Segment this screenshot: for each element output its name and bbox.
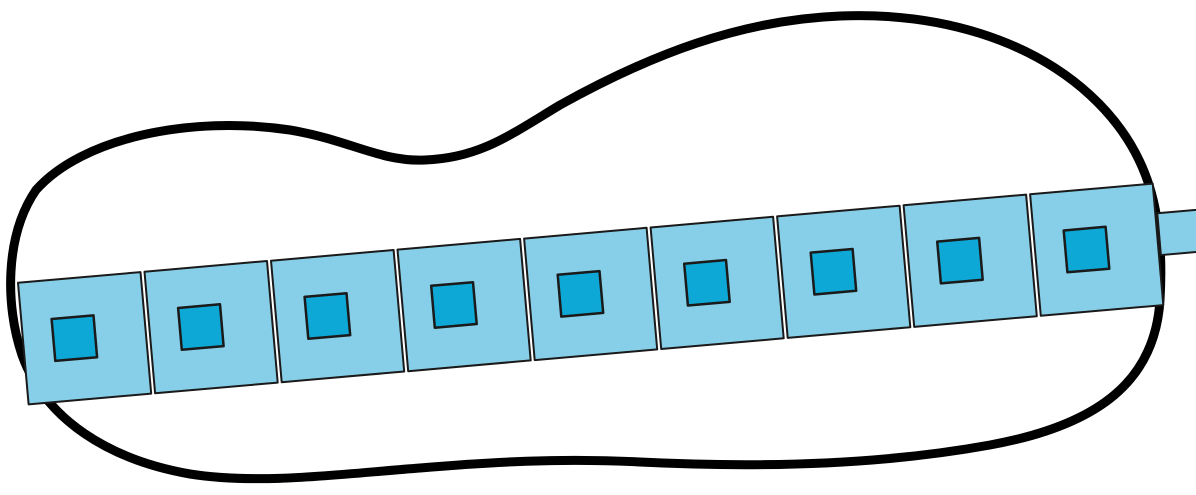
unit-center-marker [682,258,731,307]
unit-center-marker [935,236,984,285]
ruler-tail-strip [1156,208,1196,257]
unit-center-marker [50,314,99,363]
unit-ruler [17,182,1196,406]
unit-center-marker [1062,225,1111,274]
unit-center-marker [176,303,225,352]
unit-center-marker [809,247,858,296]
closed-curve-outline [6,11,1166,484]
unit-center-marker [303,291,352,340]
unit-center-marker [429,280,478,329]
unit-center-marker [556,269,605,318]
